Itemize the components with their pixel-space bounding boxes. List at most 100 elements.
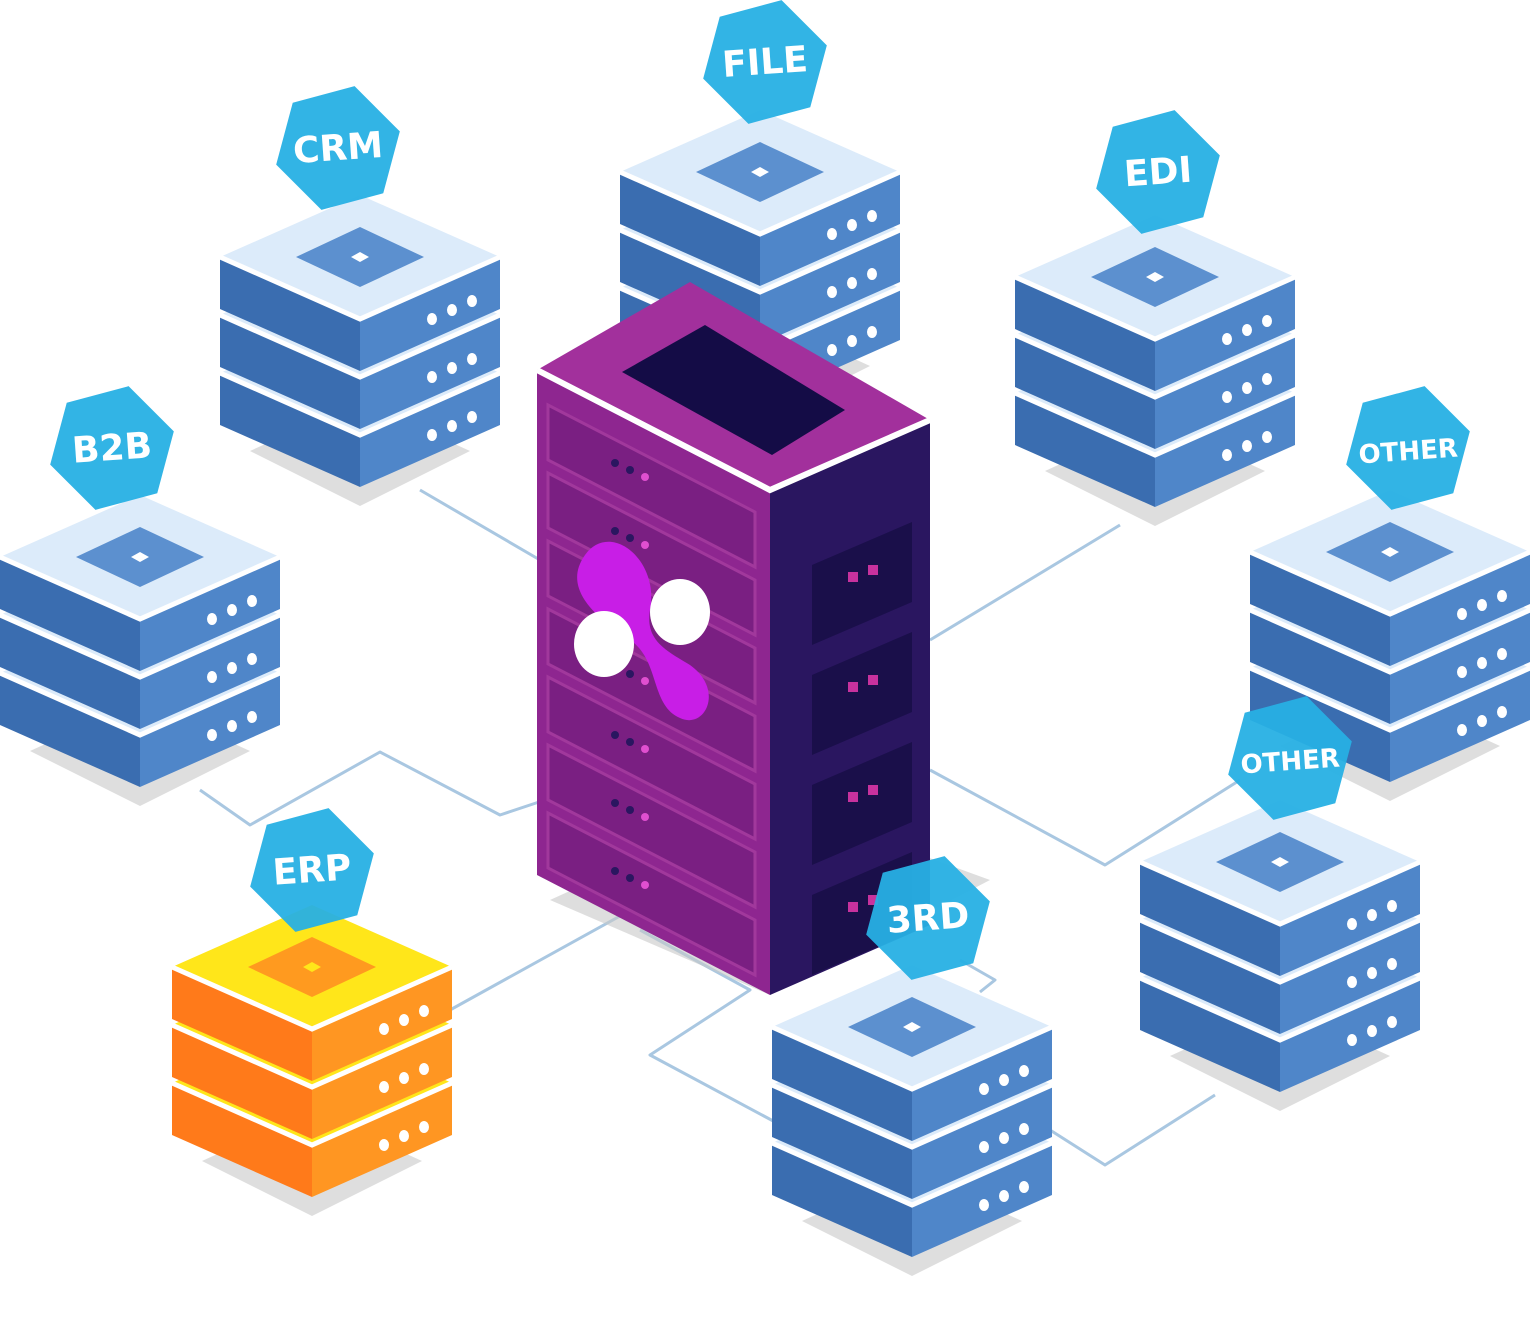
- status-light: [1262, 431, 1272, 443]
- slab-front-face: [172, 1025, 312, 1139]
- slab-rim: [218, 312, 502, 380]
- status-light: [427, 313, 437, 325]
- status-light: [999, 1074, 1009, 1086]
- connector-line: [929, 768, 1241, 867]
- b2b-label-badge: B2B: [50, 386, 174, 510]
- status-light: [847, 219, 857, 231]
- slab-front-face: [1250, 552, 1390, 666]
- hexagon-icon: [1228, 696, 1352, 820]
- status-light: [447, 304, 457, 316]
- slab-front-face: [0, 673, 140, 787]
- status-light: [1262, 315, 1272, 327]
- side-light: [868, 565, 878, 575]
- third-server-stack: [770, 965, 1054, 1276]
- status-light: [227, 662, 237, 674]
- slab-rim: [770, 1082, 1054, 1150]
- status-light: [1262, 373, 1272, 385]
- slab-front-face: [1015, 277, 1155, 391]
- slab-front-face: [0, 615, 140, 729]
- side-light: [848, 682, 858, 692]
- status-light: [1457, 608, 1467, 620]
- connector-line: [199, 750, 546, 827]
- rack-unit: [546, 810, 757, 978]
- side-light: [848, 792, 858, 802]
- status-light: [207, 729, 217, 741]
- rack-light: [641, 745, 649, 753]
- status-light: [1222, 391, 1232, 403]
- slab-front-face: [1140, 978, 1280, 1092]
- side-light: [848, 572, 858, 582]
- rack-light: [626, 806, 634, 814]
- third-label: 3RD: [885, 895, 970, 942]
- top-pad-dot: [131, 552, 149, 562]
- slab-front-face: [1140, 920, 1280, 1034]
- crm-label-badge: CRM: [276, 86, 400, 210]
- status-light: [867, 268, 877, 280]
- status-light: [827, 286, 837, 298]
- rack-unit: [546, 402, 757, 570]
- status-light: [1347, 1034, 1357, 1046]
- slab-rim: [1248, 607, 1530, 675]
- status-light: [227, 604, 237, 616]
- slab-front-face: [0, 557, 140, 671]
- slab-rim: [1013, 390, 1297, 458]
- file-label: FILE: [721, 39, 809, 86]
- slab-rim: [1138, 975, 1422, 1043]
- slab-rim: [218, 370, 502, 438]
- slab-rim: [0, 554, 282, 622]
- side-light: [848, 902, 858, 912]
- status-light: [847, 277, 857, 289]
- slab-front-face: [1015, 393, 1155, 507]
- rack-light: [641, 813, 649, 821]
- slab-front-face: [1250, 610, 1390, 724]
- logo-swoosh-icon: [577, 541, 709, 721]
- rack-light: [626, 874, 634, 882]
- top-pad-dot: [1381, 547, 1399, 557]
- status-light: [1019, 1123, 1029, 1135]
- slab-rim: [618, 169, 902, 237]
- rack-light: [611, 459, 619, 467]
- status-light: [379, 1139, 389, 1151]
- top-pad-dot: [1146, 272, 1164, 282]
- status-light: [847, 335, 857, 347]
- erp-label-badge: ERP: [250, 808, 374, 932]
- status-light: [1242, 440, 1252, 452]
- status-light: [427, 429, 437, 441]
- slab-rim: [218, 254, 502, 322]
- status-light: [399, 1130, 409, 1142]
- status-light: [247, 711, 257, 723]
- slab-rim: [170, 1080, 454, 1148]
- status-light: [1497, 590, 1507, 602]
- slab-front-face: [772, 1085, 912, 1199]
- status-light: [207, 671, 217, 683]
- other-top-label-badge: OTHER: [1346, 386, 1470, 510]
- slab-rim: [1138, 859, 1422, 927]
- status-light: [399, 1014, 409, 1026]
- side-light: [868, 785, 878, 795]
- status-light: [379, 1023, 389, 1035]
- other-mid-label: OTHER: [1240, 744, 1341, 781]
- status-light: [467, 353, 477, 365]
- status-light: [1222, 333, 1232, 345]
- slab-front-face: [220, 257, 360, 371]
- hexagon-icon: [703, 0, 827, 124]
- edi-label: EDI: [1123, 150, 1194, 196]
- slab-rim: [1248, 549, 1530, 617]
- top-pad-dot: [903, 1022, 921, 1032]
- slab-front-face: [172, 1083, 312, 1197]
- crm-server-stack: [218, 195, 502, 506]
- rack-light: [611, 731, 619, 739]
- hub-logo: [574, 541, 710, 721]
- status-light: [1019, 1065, 1029, 1077]
- connector-line: [929, 523, 1121, 642]
- status-light: [979, 1141, 989, 1153]
- hexagon-icon: [1096, 110, 1220, 234]
- rack-light: [611, 527, 619, 535]
- slab-front-face: [220, 315, 360, 429]
- file-label-badge: FILE: [703, 0, 827, 124]
- status-light: [1019, 1181, 1029, 1193]
- logo-dot-icon: [650, 579, 710, 645]
- status-light: [1387, 1016, 1397, 1028]
- hexagon-icon: [50, 386, 174, 510]
- third-label-badge: 3RD: [866, 856, 990, 980]
